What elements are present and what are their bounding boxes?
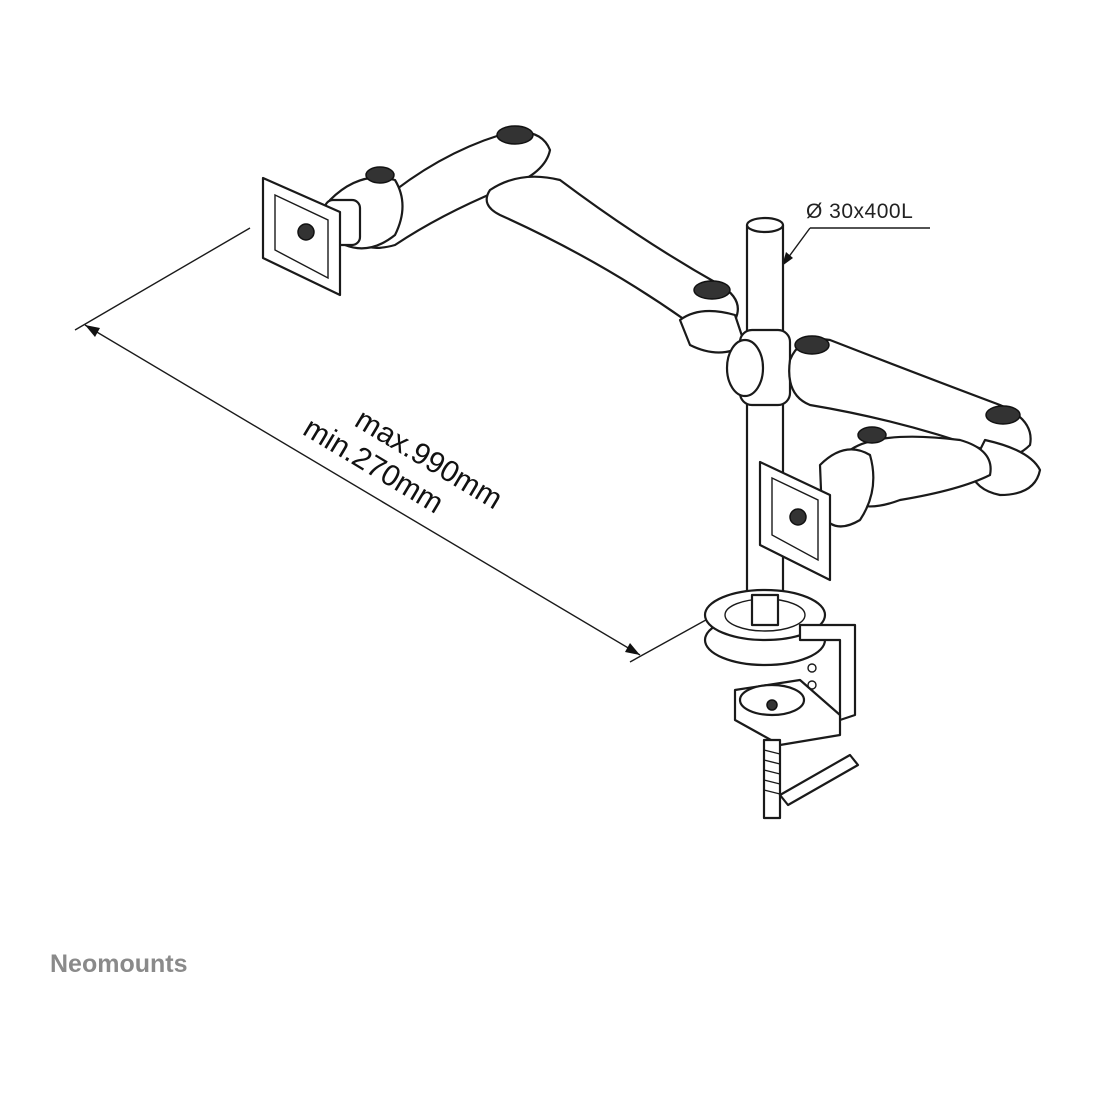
brand-logo: Neomounts xyxy=(50,950,188,978)
vesa-plate-right xyxy=(758,460,832,582)
pole-joint xyxy=(725,328,792,407)
pole-dimension-label: Ø 30x400L xyxy=(806,200,914,223)
dimension-line xyxy=(74,227,761,663)
pole xyxy=(745,216,785,647)
vesa-plate-left xyxy=(261,176,342,297)
arm-right xyxy=(788,335,1042,528)
pole-leader xyxy=(782,227,930,266)
arm-left xyxy=(323,125,747,354)
desk-clamp xyxy=(703,588,860,820)
